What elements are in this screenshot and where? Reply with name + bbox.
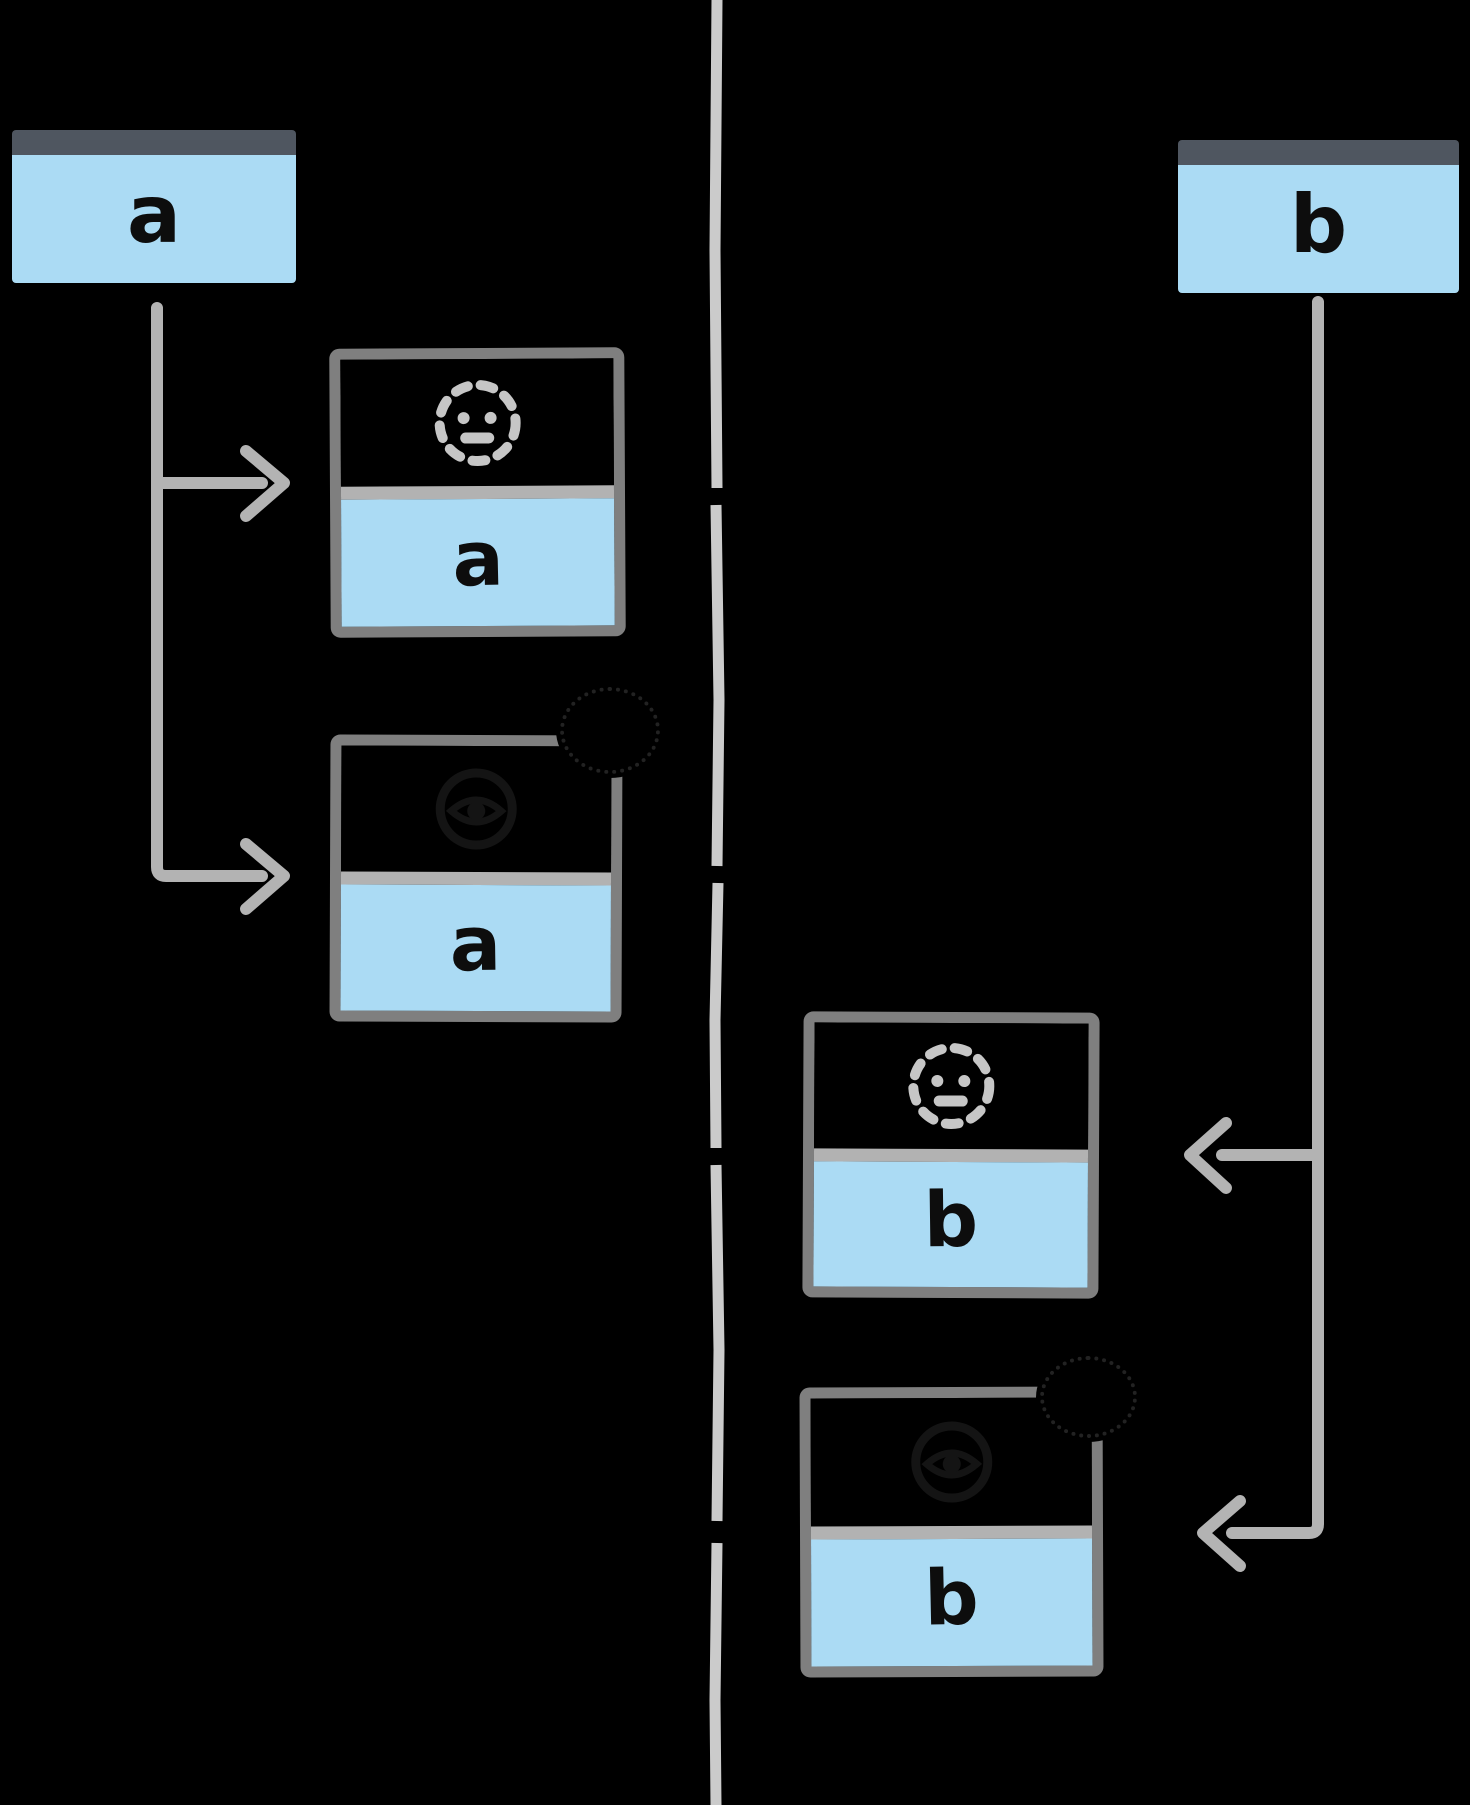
message-box-2: a [329, 734, 623, 1023]
message-box-3-top [814, 1022, 1089, 1150]
message-box-3-divider [813, 1147, 1089, 1163]
message-box-2-top [341, 745, 612, 873]
process-b-box: b [1178, 140, 1459, 293]
hidden-black-face-icon [910, 1421, 992, 1503]
black-emoji-blob-box2 [556, 683, 664, 778]
message-box-3-body: b [813, 1160, 1088, 1288]
dotted-line-face-icon [908, 1042, 995, 1129]
arrowhead-into-box1 [240, 445, 290, 522]
message-box-3-label: b [922, 1174, 979, 1265]
process-b-label: b [1289, 178, 1348, 271]
message-box-1-body: a [341, 498, 615, 627]
process-b-body: b [1178, 165, 1459, 293]
message-box-4-divider [810, 1525, 1093, 1539]
process-a-box: a [12, 130, 296, 283]
message-box-1: a [329, 347, 626, 638]
process-a-header-bar [12, 130, 296, 155]
arrowhead-into-box2 [240, 838, 290, 915]
message-box-4: b [799, 1386, 1104, 1678]
message-box-4-label: b [923, 1552, 980, 1643]
connector-a-trunk [151, 302, 268, 882]
message-box-4-top [810, 1397, 1092, 1526]
message-box-3: b [802, 1011, 1100, 1299]
message-box-2-divider [340, 871, 612, 886]
arrowhead-into-box4 [1197, 1495, 1246, 1572]
connector-b-trunk [1226, 296, 1324, 1539]
blob-dotted-arc [1040, 1356, 1137, 1438]
message-box-1-label: a [451, 512, 505, 604]
arrowhead-into-box3 [1184, 1117, 1232, 1194]
hidden-black-face-icon [435, 768, 517, 850]
process-a-body: a [12, 155, 296, 283]
message-box-1-top [340, 358, 614, 487]
process-a-label: a [127, 168, 181, 261]
process-b-header-bar [1178, 140, 1459, 165]
message-box-2-label: a [449, 898, 503, 989]
pipe-line-segments [709, 0, 725, 1805]
blob-dotted-arc [560, 687, 660, 774]
message-box-4-body: b [811, 1538, 1093, 1667]
black-emoji-blob-box4 [1036, 1352, 1141, 1442]
message-box-2-body: a [340, 884, 611, 1012]
dotted-line-face-icon [434, 379, 521, 466]
